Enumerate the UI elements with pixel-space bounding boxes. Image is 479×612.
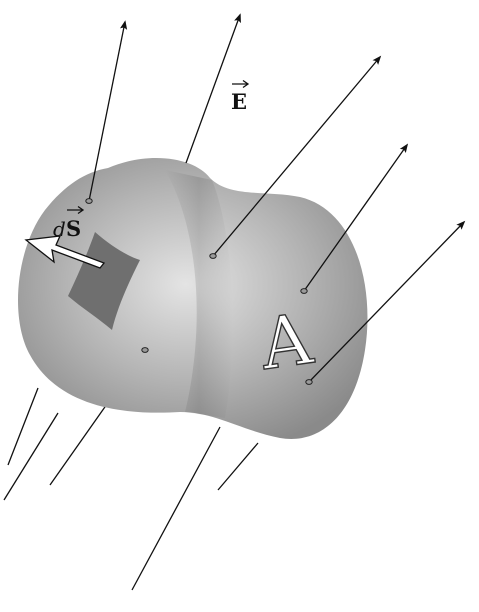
- pierce-point: [85, 198, 93, 204]
- pierce-point: [209, 253, 217, 259]
- pierce-points: [85, 198, 313, 385]
- area-element-text: S: [66, 216, 81, 241]
- vector-arrow-icon: [232, 79, 250, 89]
- field-line: [131, 426, 221, 591]
- normal-arrow: [24, 235, 106, 269]
- surface-label: A: [255, 298, 319, 387]
- pierce-point: [141, 347, 149, 353]
- pierce-point: [305, 379, 313, 385]
- field-line: [3, 412, 59, 501]
- surface-body: [18, 157, 368, 439]
- field-lines-exiting: [88, 13, 466, 383]
- field-label: E: [231, 79, 250, 114]
- field-line: [185, 13, 241, 164]
- pierce-point: [300, 288, 308, 294]
- closed-surface: [18, 157, 368, 439]
- surface-fold-shading: [165, 170, 233, 418]
- field-label-text: E: [231, 89, 247, 114]
- field-line: [217, 442, 259, 491]
- field-line: [7, 387, 39, 466]
- field-line: [212, 55, 382, 257]
- field-line: [303, 143, 409, 292]
- field-line: [308, 220, 466, 383]
- vector-arrow-icon: [67, 205, 85, 215]
- area-element-label: d S: [53, 205, 85, 241]
- area-element-prefix: d: [53, 217, 66, 241]
- field-line: [88, 20, 128, 202]
- area-element: [24, 232, 140, 330]
